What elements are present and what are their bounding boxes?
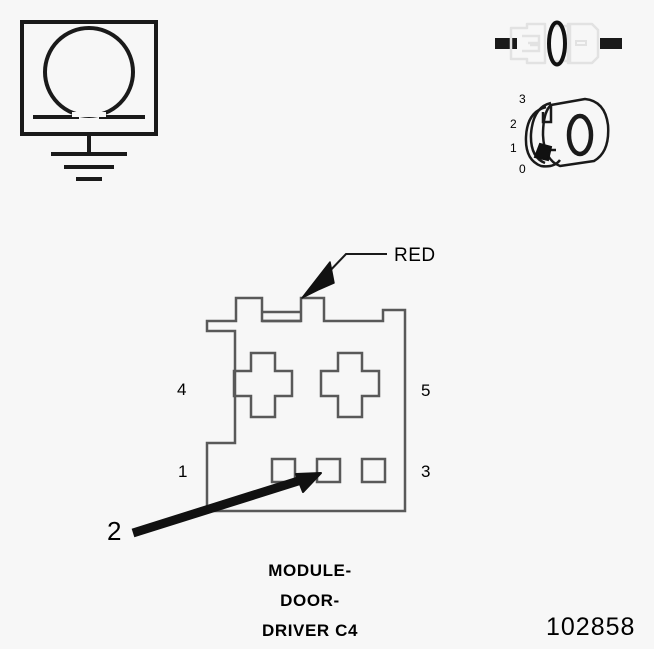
key-position-1-label: 1 [510, 141, 517, 155]
reference-number: 102858 [546, 613, 636, 641]
pin-label-1: 1 [178, 462, 188, 481]
key-position-2-label: 2 [510, 117, 517, 131]
connector-caption-line-3: DRIVER C4 [261, 621, 359, 640]
wire-color-label-red: RED [394, 245, 436, 266]
pin-label-4: 4 [177, 380, 187, 399]
cavity-bottom-middle [315, 457, 342, 484]
connector-caption-line-2: DOOR- [280, 591, 340, 610]
key-position-3-label: 3 [519, 92, 526, 106]
callout-label-2: 2 [107, 516, 122, 546]
pin-label-3: 3 [421, 462, 431, 481]
pin-label-5: 5 [421, 381, 431, 400]
cavity-bottom-right [360, 457, 387, 484]
key-position-0-label: 0 [519, 162, 526, 176]
connector-caption-line-1: MODULE- [268, 561, 352, 580]
